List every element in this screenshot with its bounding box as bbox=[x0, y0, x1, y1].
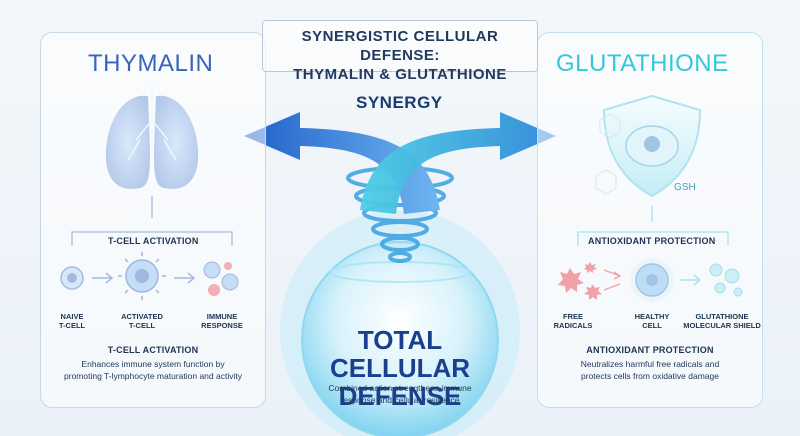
left-desc: Enhances immune system function by promo… bbox=[40, 358, 266, 382]
thymalin-title: THYMALIN bbox=[88, 50, 214, 77]
shield-line2: MOLECULAR SHIELD bbox=[683, 321, 761, 330]
right-desc-line1: Neutralizes harmful free radicals and bbox=[580, 359, 720, 369]
thymalin-panel bbox=[40, 32, 266, 408]
total-defense-line1: TOTAL CELLULAR bbox=[329, 325, 471, 383]
immune-line2: RESPONSE bbox=[201, 321, 243, 330]
activated-line1: ACTIVATED bbox=[121, 312, 163, 321]
right-desc: Neutralizes harmful free radicals and pr… bbox=[537, 358, 763, 382]
left-desc-line2: promoting T-lymphocyte maturation and ac… bbox=[64, 371, 242, 381]
free-radicals-label: FREE RADICALS bbox=[548, 312, 598, 330]
radicals-line1: FREE bbox=[562, 312, 583, 321]
immune-response-label: IMMUNE RESPONSE bbox=[192, 312, 252, 330]
healthy-line1: HEALTHY bbox=[634, 312, 670, 321]
left-desc-title: T-CELL ACTIVATION bbox=[107, 345, 199, 355]
naive-line2: T-CELL bbox=[58, 321, 86, 330]
right-desc-line2: protects cells from oxidative damage bbox=[581, 371, 719, 381]
activated-t-cell-label: ACTIVATED T-CELL bbox=[112, 312, 172, 330]
total-defense-heading: TOTAL CELLULAR DEFENSE bbox=[290, 326, 510, 410]
total-defense-orb bbox=[301, 241, 499, 436]
glutathione-title: GLUTATHIONE bbox=[556, 50, 729, 77]
naive-line1: NAIVE bbox=[60, 312, 84, 321]
healthy-line2: CELL bbox=[642, 321, 662, 330]
naive-t-cell-label: NAIVE T-CELL bbox=[48, 312, 96, 330]
glutathione-panel bbox=[537, 32, 763, 408]
right-desc-title: ANTIOXIDANT PROTECTION bbox=[586, 345, 714, 355]
main-title-line2: THYMALIN & GLUTATHIONE bbox=[293, 66, 507, 83]
left-section-label: T-CELL ACTIVATION bbox=[108, 236, 199, 246]
molecular-shield-label: GLUTATHIONE MOLECULAR SHIELD bbox=[682, 312, 762, 330]
immune-line1: IMMUNE bbox=[206, 312, 238, 321]
center-desc-line2: response and cellular resilience bbox=[340, 395, 460, 405]
shield-line1: GLUTATHIONE bbox=[695, 312, 749, 321]
main-title-box: SYNERGISTIC CELLULAR DEFENSE: THYMALIN &… bbox=[262, 20, 538, 83]
gsh-label: GSH bbox=[674, 182, 696, 193]
main-title-line1: SYNERGISTIC CELLULAR DEFENSE: bbox=[301, 28, 499, 64]
radicals-line2: RADICALS bbox=[553, 321, 593, 330]
activated-line2: T-CELL bbox=[128, 321, 156, 330]
left-desc-line1: Enhances immune system function by bbox=[81, 359, 225, 369]
center-desc: Combined action strengthens immune respo… bbox=[300, 382, 500, 406]
synergy-label: SYNERGY bbox=[356, 93, 443, 112]
total-defense-line2: DEFENSE bbox=[338, 381, 462, 411]
center-desc-line1: Combined action strengthens immune bbox=[328, 383, 472, 393]
synergy-arrow-right bbox=[360, 112, 556, 214]
synergy-arrow-left bbox=[244, 112, 440, 214]
right-section-label: ANTIOXIDANT PROTECTION bbox=[588, 236, 716, 246]
healthy-cell-label: HEALTHY CELL bbox=[624, 312, 680, 330]
